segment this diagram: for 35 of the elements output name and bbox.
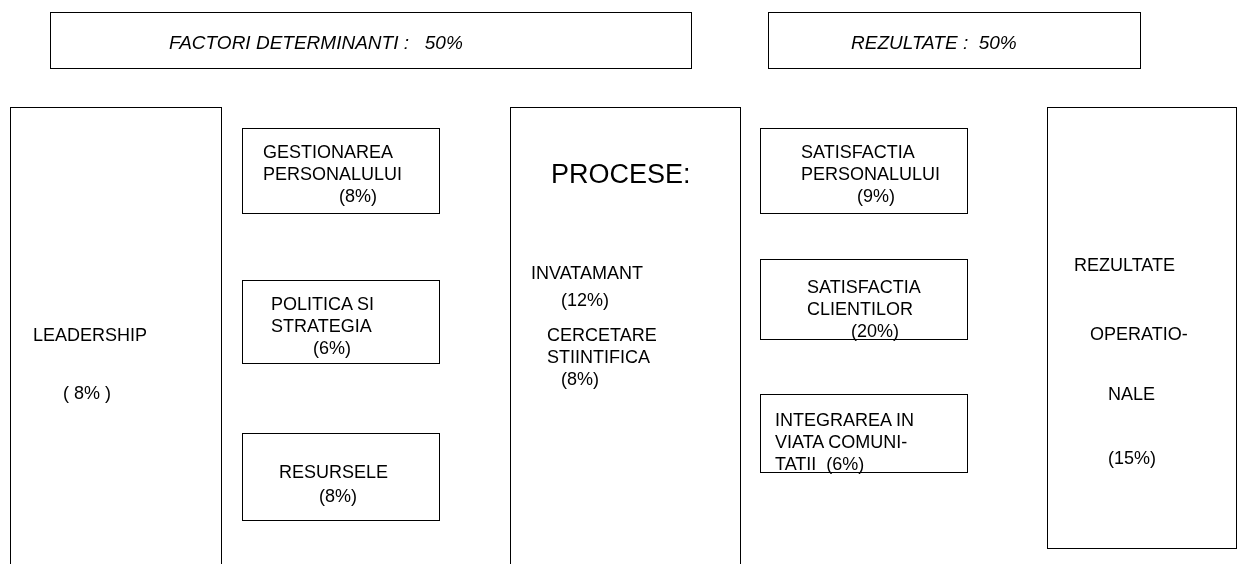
criterion-box — [242, 128, 440, 214]
box-label: CERCETARE STIINTIFICA — [547, 324, 658, 368]
box-label: (15%) — [1108, 447, 1157, 469]
box-label: GESTIONAREA PERSONALULUI — [263, 141, 404, 185]
box-label: (8%) — [319, 485, 358, 507]
box-label: SATISFACTIA CLIENTILOR — [807, 276, 922, 320]
box-label: REZULTATE — [1074, 254, 1176, 276]
criterion-box — [760, 394, 968, 473]
criterion-box — [242, 433, 440, 521]
box-label: (20%) — [851, 320, 900, 342]
criterion-box — [242, 280, 440, 364]
box-label: OPERATIO- — [1090, 323, 1189, 345]
box-label: SATISFACTIA PERSONALULUI — [801, 141, 942, 185]
box-label: RESURSELE — [279, 461, 390, 483]
box-label: (12%) — [561, 289, 610, 311]
box-label: NALE — [1108, 383, 1157, 405]
box-label: INTEGRAREA IN VIATA COMUNI- TATII (6%) — [775, 409, 916, 475]
box-label: (6%) — [313, 337, 352, 359]
box-label: (8%) — [561, 368, 600, 390]
criterion-box — [760, 128, 968, 214]
box-label: FACTORI DETERMINANTI : 50% — [169, 31, 464, 54]
box-label: REZULTATE : 50% — [851, 31, 1018, 54]
header-box — [768, 12, 1141, 69]
criterion-box — [760, 259, 968, 340]
category-box — [510, 107, 741, 564]
box-label: INVATAMANT — [531, 262, 644, 284]
category-box — [10, 107, 222, 564]
header-box — [50, 12, 692, 69]
box-label: POLITICA SI STRATEGIA — [271, 293, 376, 337]
box-label: (9%) — [857, 185, 896, 207]
box-label: PROCESE: — [551, 158, 692, 191]
box-label: LEADERSHIP — [33, 324, 149, 346]
box-label: (8%) — [339, 185, 378, 207]
category-box — [1047, 107, 1237, 549]
box-label: ( 8% ) — [63, 382, 112, 404]
